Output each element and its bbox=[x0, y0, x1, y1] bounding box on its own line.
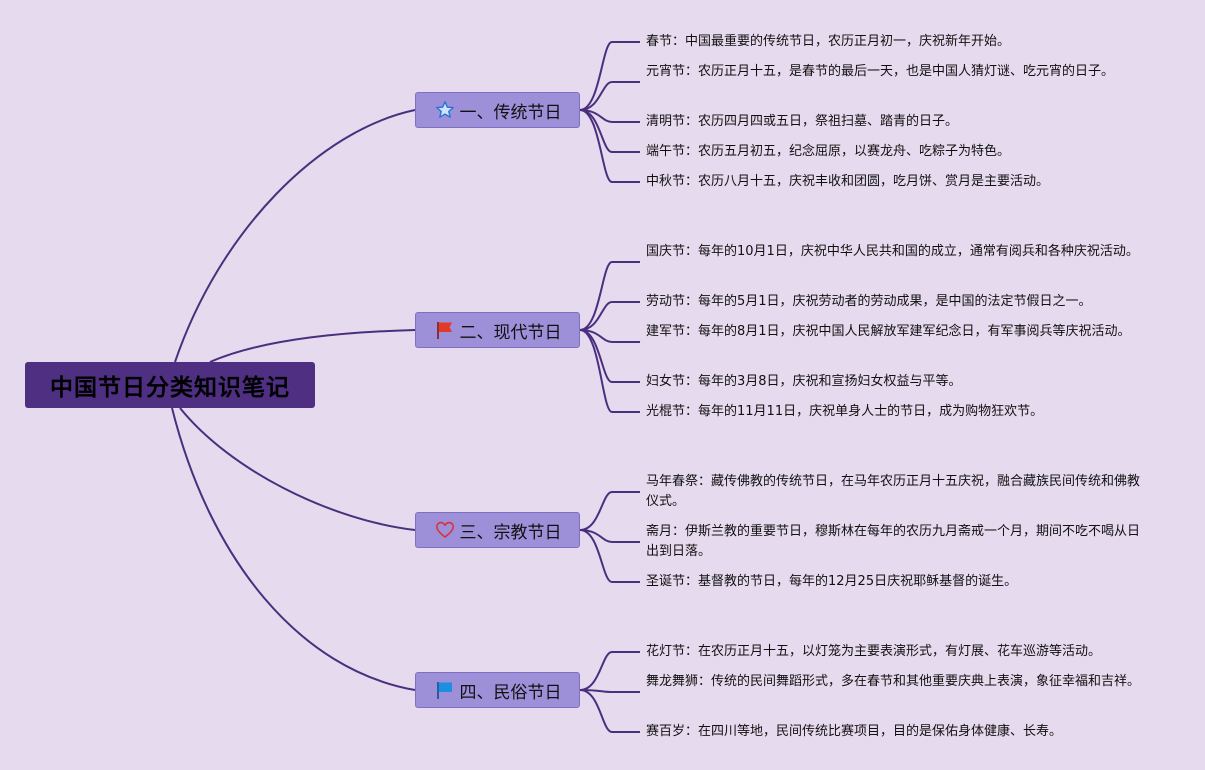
leaf-item[interactable]: 斋月：伊斯兰教的重要节日，穆斯林在每年的农历九月斋戒一个月，期间不吃不喝从日出到… bbox=[646, 524, 1141, 559]
leaf-item[interactable]: 清明节：农历四月四或五日，祭祖扫墓、踏青的日子。 bbox=[646, 114, 959, 129]
branch-religious[interactable]: 三、宗教节日 bbox=[415, 512, 580, 548]
leaf-item[interactable]: 圣诞节：基督教的节日，每年的12月25日庆祝耶稣基督的诞生。 bbox=[646, 574, 1018, 589]
blue-flag-icon bbox=[434, 679, 456, 701]
branch-label: 一、传统节日 bbox=[459, 102, 562, 123]
leaf-link-1-4 bbox=[579, 329, 640, 413]
root-topic[interactable]: 中国节日分类知识笔记 bbox=[25, 362, 315, 408]
leaf-item[interactable]: 花灯节：在农历正月十五，以灯笼为主要表演形式，有灯展、花车巡游等活动。 bbox=[646, 644, 1102, 659]
branch-label: 二、现代节日 bbox=[459, 322, 562, 343]
branch-traditional[interactable]: 一、传统节日 bbox=[415, 92, 580, 128]
leaf-item[interactable]: 妇女节：每年的3月8日，庆祝和宣扬妇女权益与平等。 bbox=[646, 374, 962, 389]
leaf-link-0-0 bbox=[579, 41, 640, 111]
leaf-link-1-0 bbox=[579, 261, 640, 331]
leaf-item[interactable]: 劳动节：每年的5月1日，庆祝劳动者的劳动成果，是中国的法定节假日之一。 bbox=[646, 294, 1092, 309]
leaf-item[interactable]: 舞龙舞狮：传统的民间舞蹈形式，多在春节和其他重要庆典上表演，象征幸福和吉祥。 bbox=[646, 674, 1141, 689]
leaf-link-2-1 bbox=[579, 529, 640, 543]
branch-label: 三、宗教节日 bbox=[459, 522, 562, 543]
branch-modern[interactable]: 二、现代节日 bbox=[415, 312, 580, 348]
red-flag-icon bbox=[434, 319, 456, 341]
leaf-link-3-2 bbox=[579, 689, 640, 733]
leaf-item[interactable]: 光棍节：每年的11月11日，庆祝单身人士的节日，成为购物狂欢节。 bbox=[646, 404, 1044, 419]
leaf-item[interactable]: 马年春祭：藏传佛教的传统节日，在马年农历正月十五庆祝，融合藏族民间传统和佛教仪式… bbox=[646, 474, 1141, 509]
leaf-link-2-2 bbox=[579, 529, 640, 583]
leaf-link-2-0 bbox=[579, 491, 640, 531]
root-link-modern bbox=[209, 329, 416, 363]
branch-label: 四、民俗节日 bbox=[459, 682, 562, 703]
leaf-item[interactable]: 国庆节：每年的10月1日，庆祝中华人民共和国的成立，通常有阅兵和各种庆祝活动。 bbox=[646, 244, 1139, 259]
leaf-link-3-0 bbox=[579, 651, 640, 691]
leaf-item[interactable]: 建军节：每年的8月1日，庆祝中国人民解放军建军纪念日，有军事阅兵等庆祝活动。 bbox=[646, 324, 1131, 339]
leaf-link-0-4 bbox=[579, 109, 640, 183]
leaf-link-3-1 bbox=[579, 689, 640, 693]
root-link-traditional bbox=[174, 109, 416, 363]
branch-folk[interactable]: 四、民俗节日 bbox=[415, 672, 580, 708]
leaf-item[interactable]: 中秋节：农历八月十五，庆祝丰收和团圆，吃月饼、赏月是主要活动。 bbox=[646, 174, 1050, 189]
leaf-item[interactable]: 端午节：农历五月初五，纪念屈原，以赛龙舟、吃粽子为特色。 bbox=[646, 144, 1011, 159]
leaf-item[interactable]: 元宵节：农历正月十五，是春节的最后一天，也是中国人猜灯谜、吃元宵的日子。 bbox=[646, 64, 1115, 79]
root-link-religious bbox=[179, 407, 416, 531]
leaf-item[interactable]: 赛百岁：在四川等地，民间传统比赛项目，目的是保佑身体健康、长寿。 bbox=[646, 724, 1063, 739]
leaf-item[interactable]: 春节：中国最重要的传统节日，农历正月初一，庆祝新年开始。 bbox=[646, 34, 1011, 49]
root-title: 中国节日分类知识笔记 bbox=[50, 375, 290, 401]
leaf-link-1-1 bbox=[579, 301, 640, 331]
heart-icon bbox=[434, 519, 456, 541]
leaf-link-0-1 bbox=[579, 81, 640, 111]
root-link-folk bbox=[171, 407, 416, 691]
star-icon bbox=[434, 99, 456, 121]
